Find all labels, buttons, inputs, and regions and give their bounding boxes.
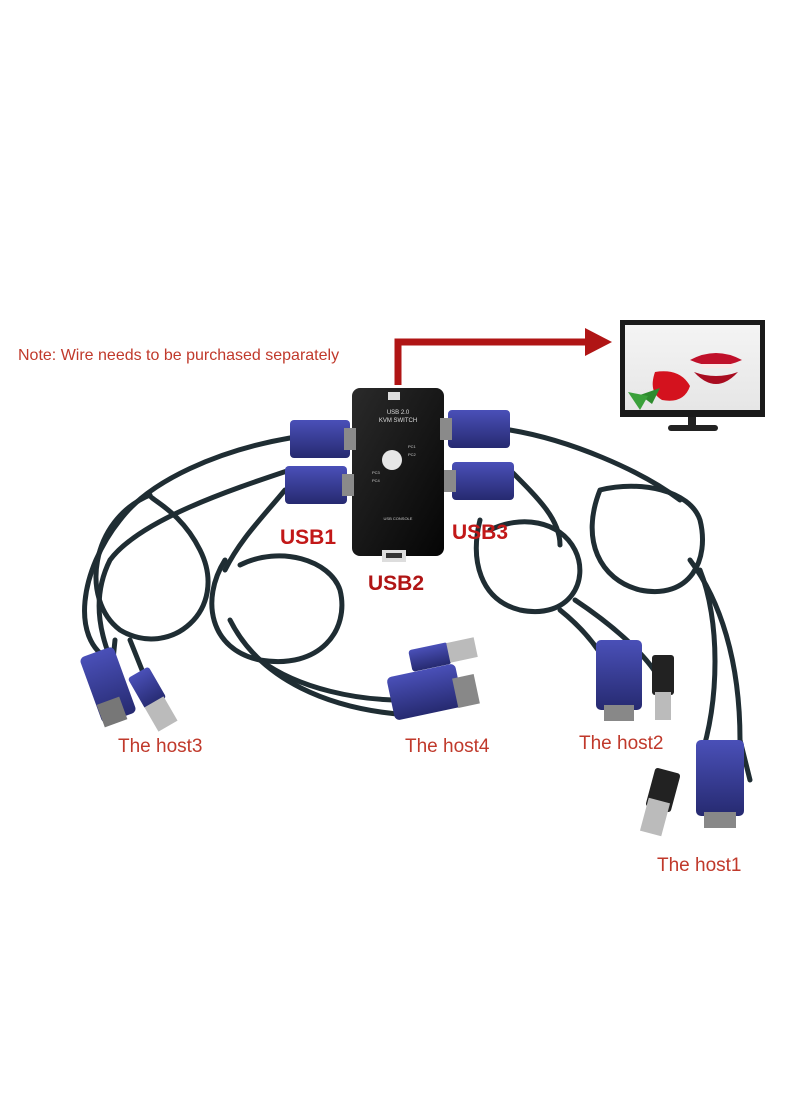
port-label-usb3: USB3 — [452, 521, 509, 544]
host1-label: The host1 — [657, 855, 742, 876]
note-text: Note: Wire needs to be purchased separat… — [18, 347, 340, 364]
switch-button — [382, 450, 402, 470]
host4-label: The host4 — [405, 736, 490, 757]
port-label-usb1: USB1 — [280, 526, 337, 549]
host2-connectors — [596, 640, 674, 721]
console-label: USB CONSOLE — [384, 516, 413, 521]
pc-label-3: PC3 — [372, 470, 381, 475]
pc-label-4: PC4 — [372, 478, 381, 483]
port-label-usb2: USB2 — [368, 572, 425, 595]
switch-vga-connectors — [285, 410, 514, 504]
host3-label: The host3 — [118, 736, 203, 757]
pc-label-2: PC2 — [408, 452, 417, 457]
host4-connectors — [387, 637, 480, 720]
arrow-to-monitor — [394, 328, 612, 385]
host3-connectors — [80, 647, 178, 732]
host1-connectors — [639, 740, 744, 837]
pc-label-1: PC1 — [408, 444, 417, 449]
monitor — [620, 320, 765, 431]
kvm-switch: USB 2.0 KVM SWITCH PC1 PC2 PC3 PC4 USB C… — [352, 388, 444, 562]
host2-label: The host2 — [579, 733, 664, 754]
device-top-text-1: USB 2.0 — [387, 410, 410, 416]
device-top-text-2: KVM SWITCH — [379, 418, 417, 424]
